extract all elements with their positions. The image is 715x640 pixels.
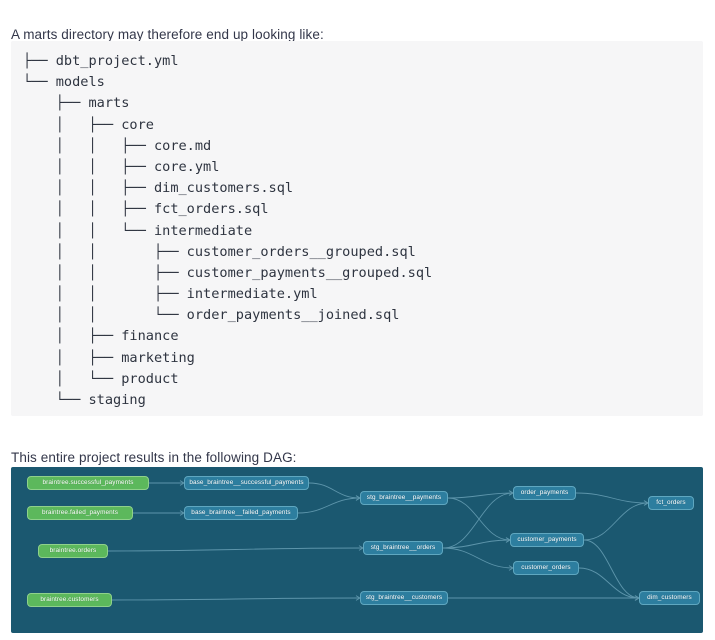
code-line: └── models xyxy=(23,74,105,91)
dag-edge xyxy=(442,547,514,569)
dag-node-customer_payments[interactable]: customer_payments xyxy=(510,533,584,547)
dag-caption-paragraph: This entire project results in the follo… xyxy=(11,449,297,465)
directory-tree-code-block: ├── dbt_project.yml└── models ├── marts … xyxy=(11,41,703,416)
dag-edge xyxy=(297,497,361,514)
code-line: │ │ ├── fct_orders.sql xyxy=(23,201,269,218)
code-line: │ │ ├── customer_orders__grouped.sql xyxy=(23,243,416,260)
dag-edge xyxy=(583,539,640,599)
code-line: │ │ └── intermediate xyxy=(23,222,253,239)
dag-edge xyxy=(308,482,361,499)
code-line: │ │ ├── core.md xyxy=(23,137,212,154)
dag-edge xyxy=(111,597,361,601)
code-line: └── staging xyxy=(23,392,146,408)
dag-node-base_braintree__successful_payments[interactable]: base_braintree__successful_payments xyxy=(184,476,309,490)
dag-node-stg_braintree__customers[interactable]: stg_braintree__customers xyxy=(360,591,448,605)
dag-node-base_braintree__failed_payments[interactable]: base_braintree__failed_payments xyxy=(184,506,298,520)
dag-node-braintree_orders[interactable]: braintree.orders xyxy=(38,544,108,558)
code-line: │ ├── marketing xyxy=(23,349,195,366)
dag-edge-layer xyxy=(107,480,649,601)
dag-edge xyxy=(442,492,514,549)
dag-edge xyxy=(583,502,649,541)
dag-diagram[interactable]: braintree.successful_payments braintree.f… xyxy=(11,467,703,633)
code-line: │ ├── core xyxy=(23,116,154,133)
dag-node-fct_orders[interactable]: fct_orders xyxy=(648,496,694,510)
dag-edge xyxy=(447,492,514,499)
code-line: │ │ ├── customer_payments__grouped.sql xyxy=(23,264,433,281)
dag-node-stg_braintree__orders[interactable]: stg_braintree__orders xyxy=(363,541,443,555)
intro-paragraph: A marts directory may therefore end up l… xyxy=(11,26,324,42)
dag-edge xyxy=(107,547,364,552)
dag-node-braintree_failed_payments[interactable]: braintree.failed_payments xyxy=(27,506,133,520)
dag-node-dim_customers[interactable]: dim_customers xyxy=(639,591,700,605)
code-line: │ │ ├── dim_customers.sql xyxy=(23,180,294,197)
dag-node-braintree_successful_payments[interactable]: braintree.successful_payments xyxy=(27,476,149,490)
directory-tree-lines: ├── dbt_project.yml└── models ├── marts … xyxy=(11,51,703,411)
dag-node-order_payments[interactable]: order_payments xyxy=(513,486,576,500)
dag-edge xyxy=(442,539,511,549)
code-line: │ ├── finance xyxy=(23,328,179,345)
code-line: │ │ └── order_payments__joined.sql xyxy=(23,307,400,324)
dag-edge xyxy=(578,567,640,599)
dag-node-braintree_customers[interactable]: braintree.customers xyxy=(27,593,112,607)
dag-node-customer_orders[interactable]: customer_orders xyxy=(513,561,579,575)
code-line: │ └── product xyxy=(23,370,179,387)
dag-edge xyxy=(575,492,649,504)
code-line: ├── dbt_project.yml xyxy=(23,53,179,69)
code-line: ├── marts xyxy=(23,95,130,112)
code-line: │ │ ├── core.yml xyxy=(23,158,220,175)
dag-node-stg_braintree__payments[interactable]: stg_braintree__payments xyxy=(360,491,448,505)
code-line: │ │ ├── intermediate.yml xyxy=(23,286,318,303)
